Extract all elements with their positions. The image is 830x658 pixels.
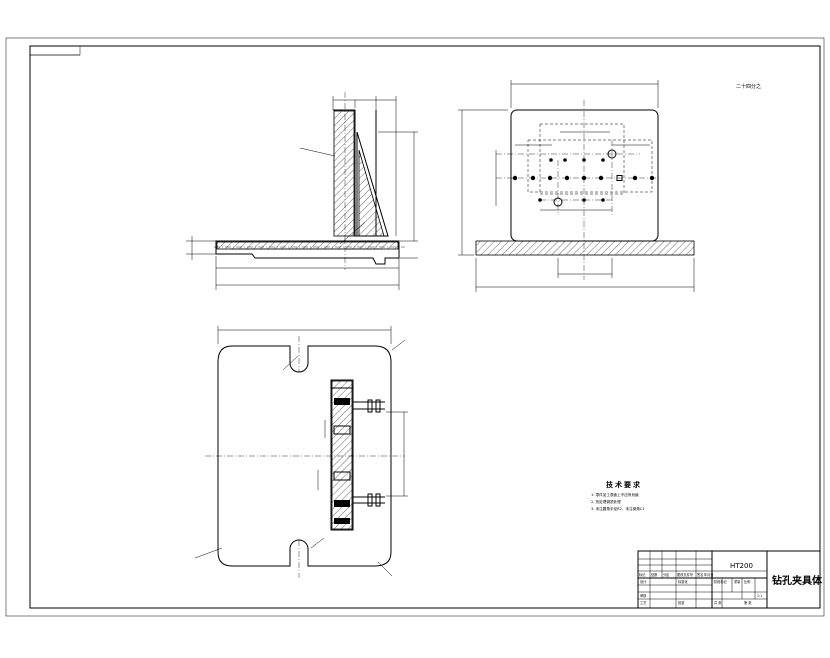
side-view <box>458 80 695 292</box>
web-hatch <box>333 110 355 237</box>
title-block-label: 签名 <box>697 572 703 577</box>
base-hatch <box>216 241 399 250</box>
title-block-label: 标记 <box>639 572 646 577</box>
view-label: 二十四分之 <box>736 83 761 90</box>
tech-requirements-title: 技术要求 <box>606 480 642 489</box>
title-block-label: 批准 <box>678 600 685 605</box>
scale-value: 1:1 <box>757 594 762 598</box>
inner-frame <box>29 45 821 609</box>
title-block-label: 处数 <box>651 572 658 577</box>
part-name: 钻孔夹具体 <box>772 574 823 587</box>
title-block-label: 设计 <box>640 579 647 584</box>
title-block-label: 阶段标记 <box>714 579 728 584</box>
title-block-label: 年月日 <box>704 572 714 577</box>
side-base-plate <box>475 240 695 256</box>
title-block-label: 工艺 <box>640 600 646 605</box>
title-block-label: 共 张 <box>714 600 722 605</box>
title-block-label: 审核 <box>640 593 647 598</box>
top-view <box>194 326 408 578</box>
tech-requirement-item: 2. 热处理调质处理 <box>591 499 621 504</box>
material-label: HT200 <box>730 562 753 570</box>
top-left-label-box <box>29 45 81 56</box>
outer-frame <box>5 37 825 617</box>
title-block-label: 更改文件号 <box>677 572 693 577</box>
title-block-label: 分区 <box>663 572 670 577</box>
front-section-view <box>186 92 418 290</box>
title-block-label: 比例 <box>744 579 750 584</box>
tech-requirement-item: 3. 未注圆角半径R2，未注倒角C1 <box>591 506 645 511</box>
technical-requirements: 技术要求 1. 零件加工表面上不应有划痕 2. 热处理调质处理 3. 未注圆角半… <box>591 480 645 511</box>
title-block-label: 第 张 <box>744 600 752 605</box>
title-block-label: 标准化 <box>678 579 688 584</box>
title-block-label: 重量 <box>734 579 741 584</box>
title-block: 标记 处数 分区 更改文件号 签名 年月日 设计 标准化 审核 工艺 批准 阶段… <box>637 550 823 609</box>
tech-requirement-item: 1. 零件加工表面上不应有划痕 <box>591 492 639 497</box>
